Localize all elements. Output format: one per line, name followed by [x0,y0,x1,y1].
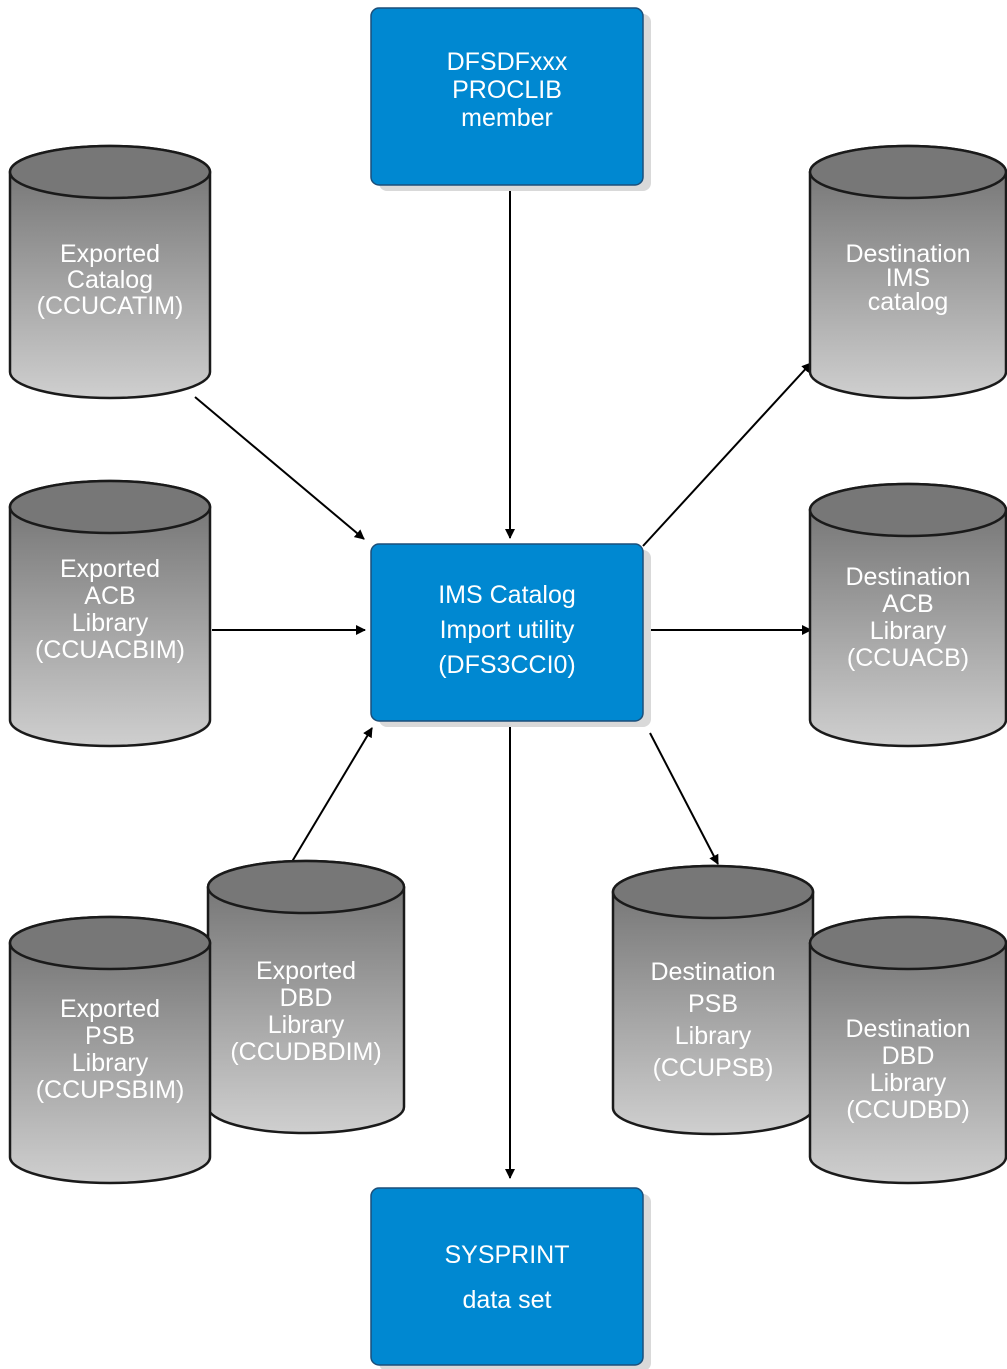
box-body [370,7,644,186]
cylinder-top [8,144,212,200]
utility-label-line: Import utility [440,616,575,644]
dest-acb-label-line: (CCUACB) [847,644,969,672]
cylinder-top [8,915,212,971]
dest-acb-label-line: Library [870,617,947,645]
data-sets: ExportedCatalog(CCUCATIM)ExportedACBLibr… [8,144,1007,1185]
dest-acb-label-line: ACB [882,590,933,618]
arrow-utility-to-dest-catalog [642,362,812,547]
proclib-label-line: PROCLIB [452,76,562,104]
exported-acb-label-line: ACB [84,582,135,610]
dest-dbd-label-line: DBD [882,1042,935,1070]
box-body [370,1187,644,1366]
dest-dbd-label-line: Library [870,1069,947,1097]
cylinder-top [808,915,1007,971]
exported-catalog-label-line: Exported [60,240,160,268]
dest-psb-label-line: Destination [650,958,775,986]
box-sysprint: SYSPRINT data set [370,1187,651,1369]
arrow-utility-to-dest-psb [649,732,719,865]
utility-label-line: IMS Catalog [438,581,576,609]
dest-acb-label-line: Destination [845,563,970,591]
exported-dbd-label-line: DBD [280,984,333,1012]
cylinder-top [8,479,212,535]
exported-dbd-label-line: Library [268,1011,345,1039]
exported-acb-label-line: Exported [60,555,160,583]
exported-psb-label-line: (CCUPSBIM) [36,1076,185,1104]
exported-psb-label-line: PSB [85,1022,135,1050]
exported-acb-label-line: (CCUACBIM) [35,636,185,664]
arrow-exported-catalog-to-utility [194,396,365,540]
dest-catalog-label-line: catalog [868,288,949,316]
proclib-label-line: member [461,104,553,132]
exported-catalog-label-line: (CCUCATIM) [37,292,184,320]
dest-dbd-label-line: (CCUDBD) [846,1096,970,1124]
arrow-exported-dbd-to-utility [289,727,373,866]
cylinder-top [206,859,406,915]
dest-psb-label-line: (CCUPSB) [653,1054,774,1082]
box-body [370,543,644,722]
exported-psb-label-line: Library [72,1049,149,1077]
exported-psb-label-line: Exported [60,995,160,1023]
exported-acb-label-line: Library [72,609,149,637]
exported-dbd-label-line: (CCUDBDIM) [230,1038,381,1066]
sysprint-label-line: data set [463,1286,552,1314]
dest-psb-label-line: PSB [688,990,738,1018]
sysprint-label-line: SYSPRINT [444,1241,569,1269]
exported-dbd-label-line: Exported [256,957,356,985]
dest-psb-label-line: Library [675,1022,752,1050]
dest-catalog-label-line: IMS [886,264,930,292]
arrows [194,185,812,1179]
dest-dbd-label-line: Destination [845,1015,970,1043]
utility-label-line: (DFS3CCI0) [438,651,576,679]
cylinder-top [611,864,815,920]
cylinder-top [808,482,1007,538]
exported-catalog-label-line: Catalog [67,266,153,294]
cylinder-top [808,144,1007,200]
proclib-label-line: DFSDFxxx [447,48,568,76]
dest-catalog-label-line: Destination [845,240,970,268]
